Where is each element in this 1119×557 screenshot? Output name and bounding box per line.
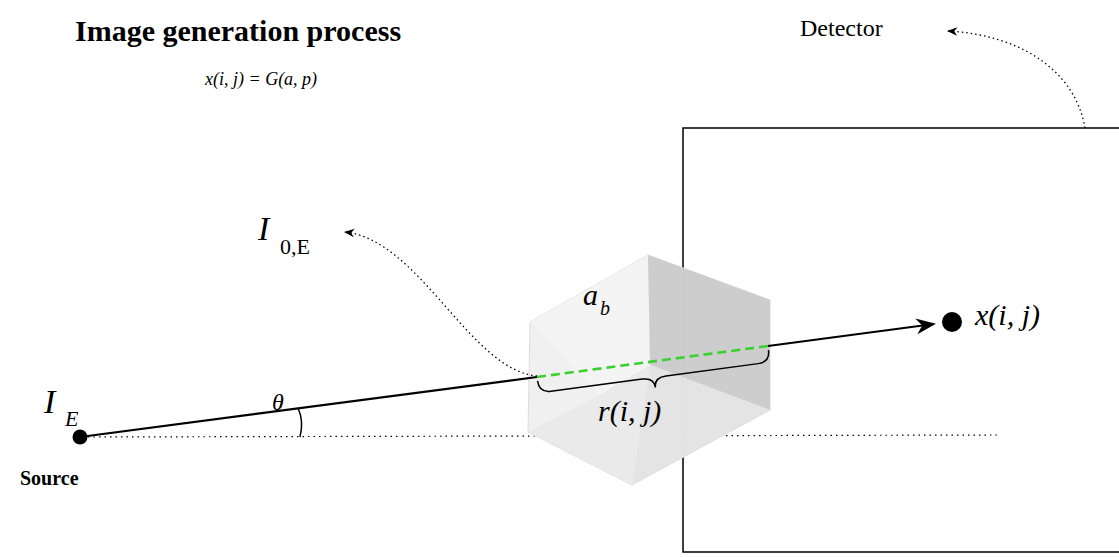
intensity-symbol: I xyxy=(258,212,269,246)
attenuation-symbol: a xyxy=(583,280,598,310)
source-intensity-symbol: I xyxy=(44,385,55,419)
object-cube xyxy=(528,255,770,485)
source-label: Source xyxy=(20,468,79,488)
intensity-subscript: 0,E xyxy=(280,236,310,258)
ray-arrow xyxy=(768,324,934,346)
detector-label: Detector xyxy=(800,16,883,40)
attenuation-subscript: b xyxy=(600,298,610,318)
title: Image generation process xyxy=(75,16,401,46)
leader-line xyxy=(345,232,537,376)
path-length xyxy=(537,346,768,377)
source-dot xyxy=(73,430,88,445)
leader-line xyxy=(948,31,1085,128)
path-length-label: r(i, j) xyxy=(598,396,661,426)
brace xyxy=(538,350,772,403)
pixel-dot xyxy=(942,312,962,332)
ray xyxy=(80,377,537,437)
formula: x(i, j) = G(a, p) xyxy=(205,70,317,88)
angle-label: θ xyxy=(272,390,284,414)
source-intensity-subscript: E xyxy=(65,408,78,430)
angle-arc xyxy=(298,408,302,437)
pixel-label: x(i, j) xyxy=(975,300,1040,330)
